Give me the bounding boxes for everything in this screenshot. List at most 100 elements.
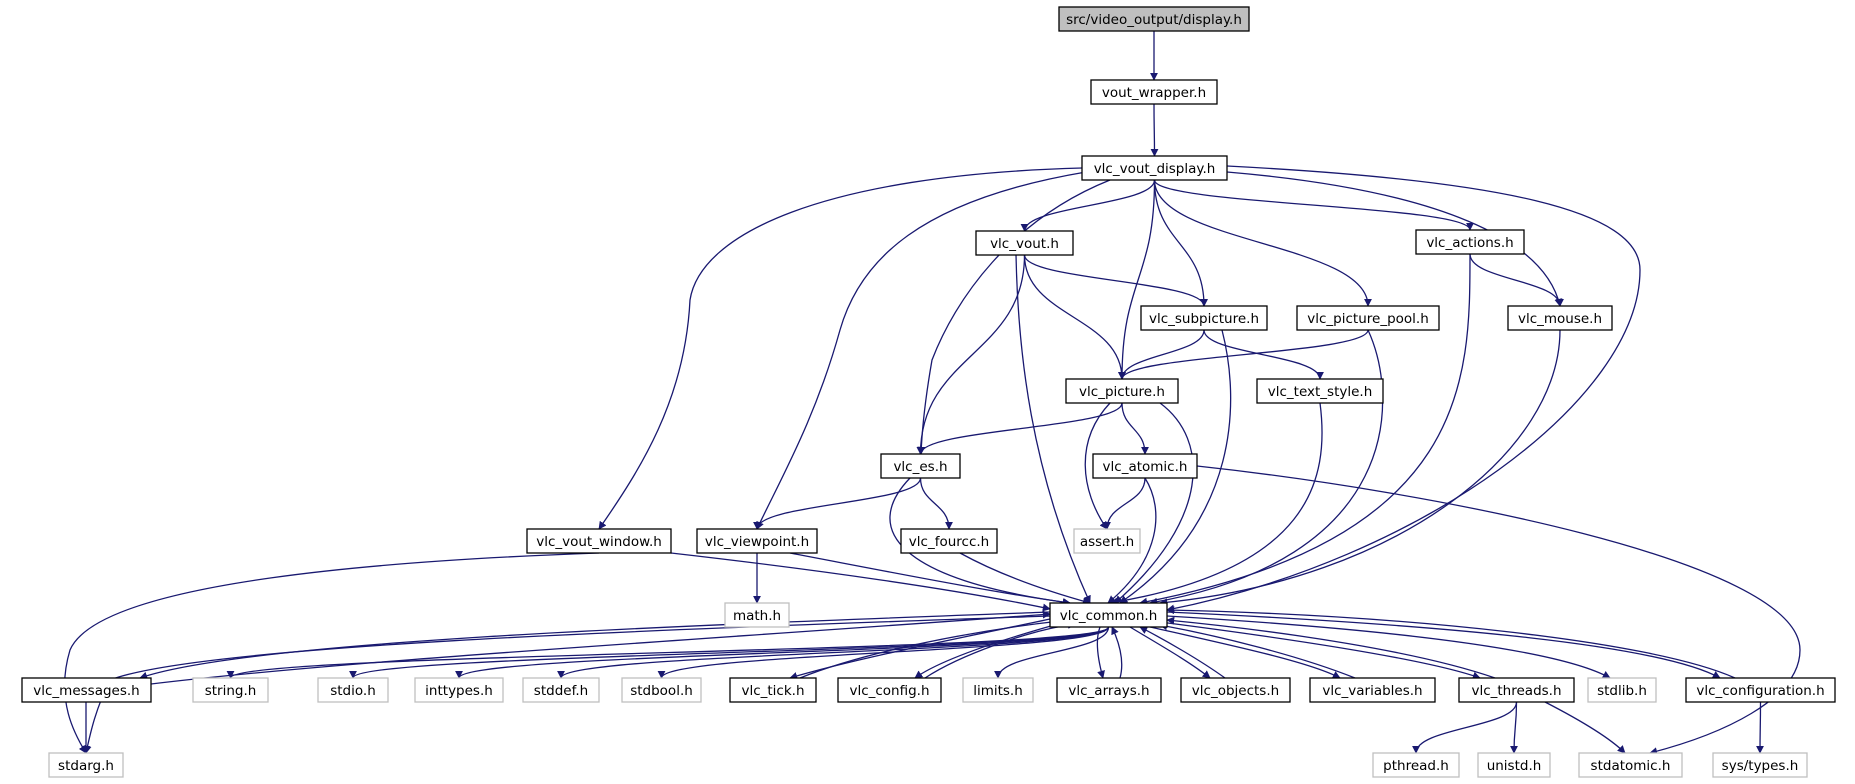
- edge-vlc-atomic-to-vlc-common: [1107, 477, 1157, 604]
- node-vlc-actions[interactable]: vlc_actions.h: [1415, 229, 1525, 255]
- edge-vlc-vout-display-to-vlc-actions: [1153, 179, 1474, 231]
- edge-vlc-vout-display-to-vlc-mouse: [1226, 171, 1563, 307]
- edge-vlc-text-style-to-vlc-common: [1109, 402, 1323, 606]
- node-label: sys/types.h: [1722, 758, 1799, 774]
- node-label: string.h: [205, 683, 257, 699]
- node-stdlib: stdlib.h: [1587, 677, 1657, 703]
- node-vlc-config[interactable]: vlc_config.h: [837, 677, 942, 703]
- node-label: vlc_mouse.h: [1518, 311, 1602, 327]
- edge-vlc-fourcc-to-vlc-common: [959, 552, 1091, 605]
- node-label: math.h: [733, 608, 781, 624]
- node-vlc-messages[interactable]: vlc_messages.h: [21, 677, 152, 703]
- node-label: vlc_threads.h: [1471, 683, 1561, 699]
- edge-vlc-picture-to-vlc-es: [916, 402, 1123, 455]
- node-vlc-subpicture[interactable]: vlc_subpicture.h: [1140, 305, 1268, 331]
- nodes-layer: src/video_output/display.h vout_wrapper.h…: [21, 6, 1836, 778]
- edge-vlc-vout-display-to-vlc-picture: [1118, 179, 1156, 380]
- node-vlc-variables[interactable]: vlc_variables.h: [1309, 677, 1436, 703]
- node-vlc-vout-window[interactable]: vlc_vout_window.h: [526, 528, 672, 554]
- edge-vlc-vout-display-to-vlc-subpicture: [1153, 179, 1208, 307]
- edge-vlc-subpicture-to-vlc-common: [1119, 329, 1232, 604]
- node-label: stddef.h: [534, 683, 588, 699]
- edge-vlc-variables-to-vlc-common: [1159, 622, 1356, 679]
- node-label: vlc_es.h: [893, 459, 947, 475]
- node-vlc-atomic[interactable]: vlc_atomic.h: [1092, 453, 1198, 479]
- node-label: vlc_vout.h: [990, 236, 1059, 252]
- node-label: pthread.h: [1383, 758, 1449, 774]
- edge-vlc-arrays-to-vlc-common: [1111, 626, 1123, 679]
- edge-vlc-vout-window-to-stdarg: [63, 552, 600, 754]
- node-label: unistd.h: [1487, 758, 1542, 774]
- edge-vlc-atomic-to-stdatomic: [1196, 465, 1801, 756]
- edge-vlc-threads-to-pthread: [1412, 701, 1518, 754]
- edge-vlc-vout-to-vlc-subpicture: [1023, 254, 1208, 307]
- node-vlc-common[interactable]: vlc_common.h: [1049, 602, 1168, 628]
- edge-vlc-config-to-vlc-common: [924, 620, 1076, 679]
- edge-vlc-actions-to-vlc-mouse: [1469, 253, 1564, 307]
- node-vlc-objects[interactable]: vlc_objects.h: [1180, 677, 1291, 703]
- node-limits: limits.h: [962, 677, 1034, 703]
- edge-vlc-common-to-stdarg: [83, 615, 1051, 754]
- node-label: stdbool.h: [630, 683, 693, 699]
- node-stdbool: stdbool.h: [621, 677, 702, 703]
- node-vlc-viewpoint[interactable]: vlc_viewpoint.h: [696, 528, 818, 554]
- node-label: vlc_configuration.h: [1696, 683, 1824, 699]
- edge-vlc-vout-display-to-vlc-vout: [1020, 179, 1156, 232]
- edge-vlc-vout-to-vlc-es: [916, 254, 1026, 455]
- node-vlc-vout[interactable]: vlc_vout.h: [975, 230, 1074, 256]
- edge-vlc-messages-to-vlc-common: [150, 610, 1051, 685]
- edge-vlc-threads-to-stdatomic: [1544, 701, 1626, 754]
- node-label: stdlib.h: [1597, 683, 1647, 699]
- edge-vlc-common-to-stdlib: [1166, 615, 1611, 679]
- edge-vlc-threads-to-vlc-common: [1166, 616, 1496, 679]
- node-vlc-picture-pool[interactable]: vlc_picture_pool.h: [1296, 305, 1440, 331]
- edge-vlc-common-to-string: [226, 626, 1110, 679]
- edge-vlc-picture-pool-to-vlc-picture: [1118, 329, 1369, 380]
- node-label: assert.h: [1080, 534, 1134, 550]
- node-stdarg: stdarg.h: [48, 752, 124, 778]
- node-label: vlc_objects.h: [1192, 683, 1279, 699]
- node-label: vlc_vout_window.h: [536, 534, 662, 550]
- node-stdatomic: stdatomic.h: [1578, 752, 1683, 778]
- node-label: vlc_fourcc.h: [909, 534, 989, 550]
- node-label: vout_wrapper.h: [1102, 85, 1206, 101]
- edge-vlc-configuration-to-sys-types: [1756, 701, 1765, 754]
- node-vlc-fourcc[interactable]: vlc_fourcc.h: [900, 528, 998, 554]
- edge-vlc-common-to-limits: [994, 626, 1110, 679]
- edge-vlc-picture-pool-to-vlc-common: [1149, 329, 1384, 606]
- edge-vlc-common-to-vlc-threads: [1159, 621, 1481, 680]
- node-sys-types: sys/types.h: [1712, 752, 1808, 778]
- node-vlc-vout-display[interactable]: vlc_vout_display.h: [1081, 155, 1228, 181]
- node-vlc-es[interactable]: vlc_es.h: [880, 453, 961, 479]
- edge-vlc-vout-display-to-vlc-viewpoint: [756, 171, 1087, 530]
- node-vlc-arrays[interactable]: vlc_arrays.h: [1056, 677, 1162, 703]
- node-label: vlc_atomic.h: [1103, 459, 1188, 475]
- edge-vlc-vout-display-to-vlc-es: [917, 179, 1111, 455]
- node-vlc-picture[interactable]: vlc_picture.h: [1065, 378, 1179, 404]
- edge-vlc-subpicture-to-vlc-text-style: [1203, 329, 1324, 380]
- edge-vlc-common-to-vlc-arrays: [1096, 626, 1105, 679]
- edge-vlc-common-to-stddef: [557, 626, 1110, 679]
- edge-vlc-common-to-stdbool: [657, 626, 1110, 679]
- node-vlc-configuration[interactable]: vlc_configuration.h: [1685, 677, 1836, 703]
- node-vlc-text-style[interactable]: vlc_text_style.h: [1256, 378, 1384, 404]
- node-label: vlc_config.h: [849, 683, 929, 699]
- edge-vlc-es-to-vlc-fourcc: [919, 477, 953, 530]
- node-label: vlc_common.h: [1060, 608, 1158, 624]
- node-label: inttypes.h: [425, 683, 493, 699]
- node-vout-wrapper[interactable]: vout_wrapper.h: [1090, 79, 1218, 105]
- edge-vlc-common-to-vlc-configuration: [1166, 611, 1721, 679]
- edge-vlc-common-to-vlc-messages: [139, 611, 1051, 680]
- node-pthread: pthread.h: [1372, 752, 1460, 778]
- node-display[interactable]: src/video_output/display.h: [1058, 6, 1250, 32]
- node-label: vlc_picture.h: [1079, 384, 1165, 400]
- node-vlc-threads[interactable]: vlc_threads.h: [1458, 677, 1575, 703]
- edge-vlc-es-to-vlc-viewpoint: [753, 477, 922, 530]
- node-stdio: stdio.h: [317, 677, 389, 703]
- node-vlc-mouse[interactable]: vlc_mouse.h: [1507, 305, 1613, 331]
- node-vlc-tick[interactable]: vlc_tick.h: [729, 677, 817, 703]
- edge-vlc-atomic-to-assert: [1103, 477, 1146, 530]
- node-label: vlc_viewpoint.h: [705, 534, 809, 550]
- node-string: string.h: [192, 677, 269, 703]
